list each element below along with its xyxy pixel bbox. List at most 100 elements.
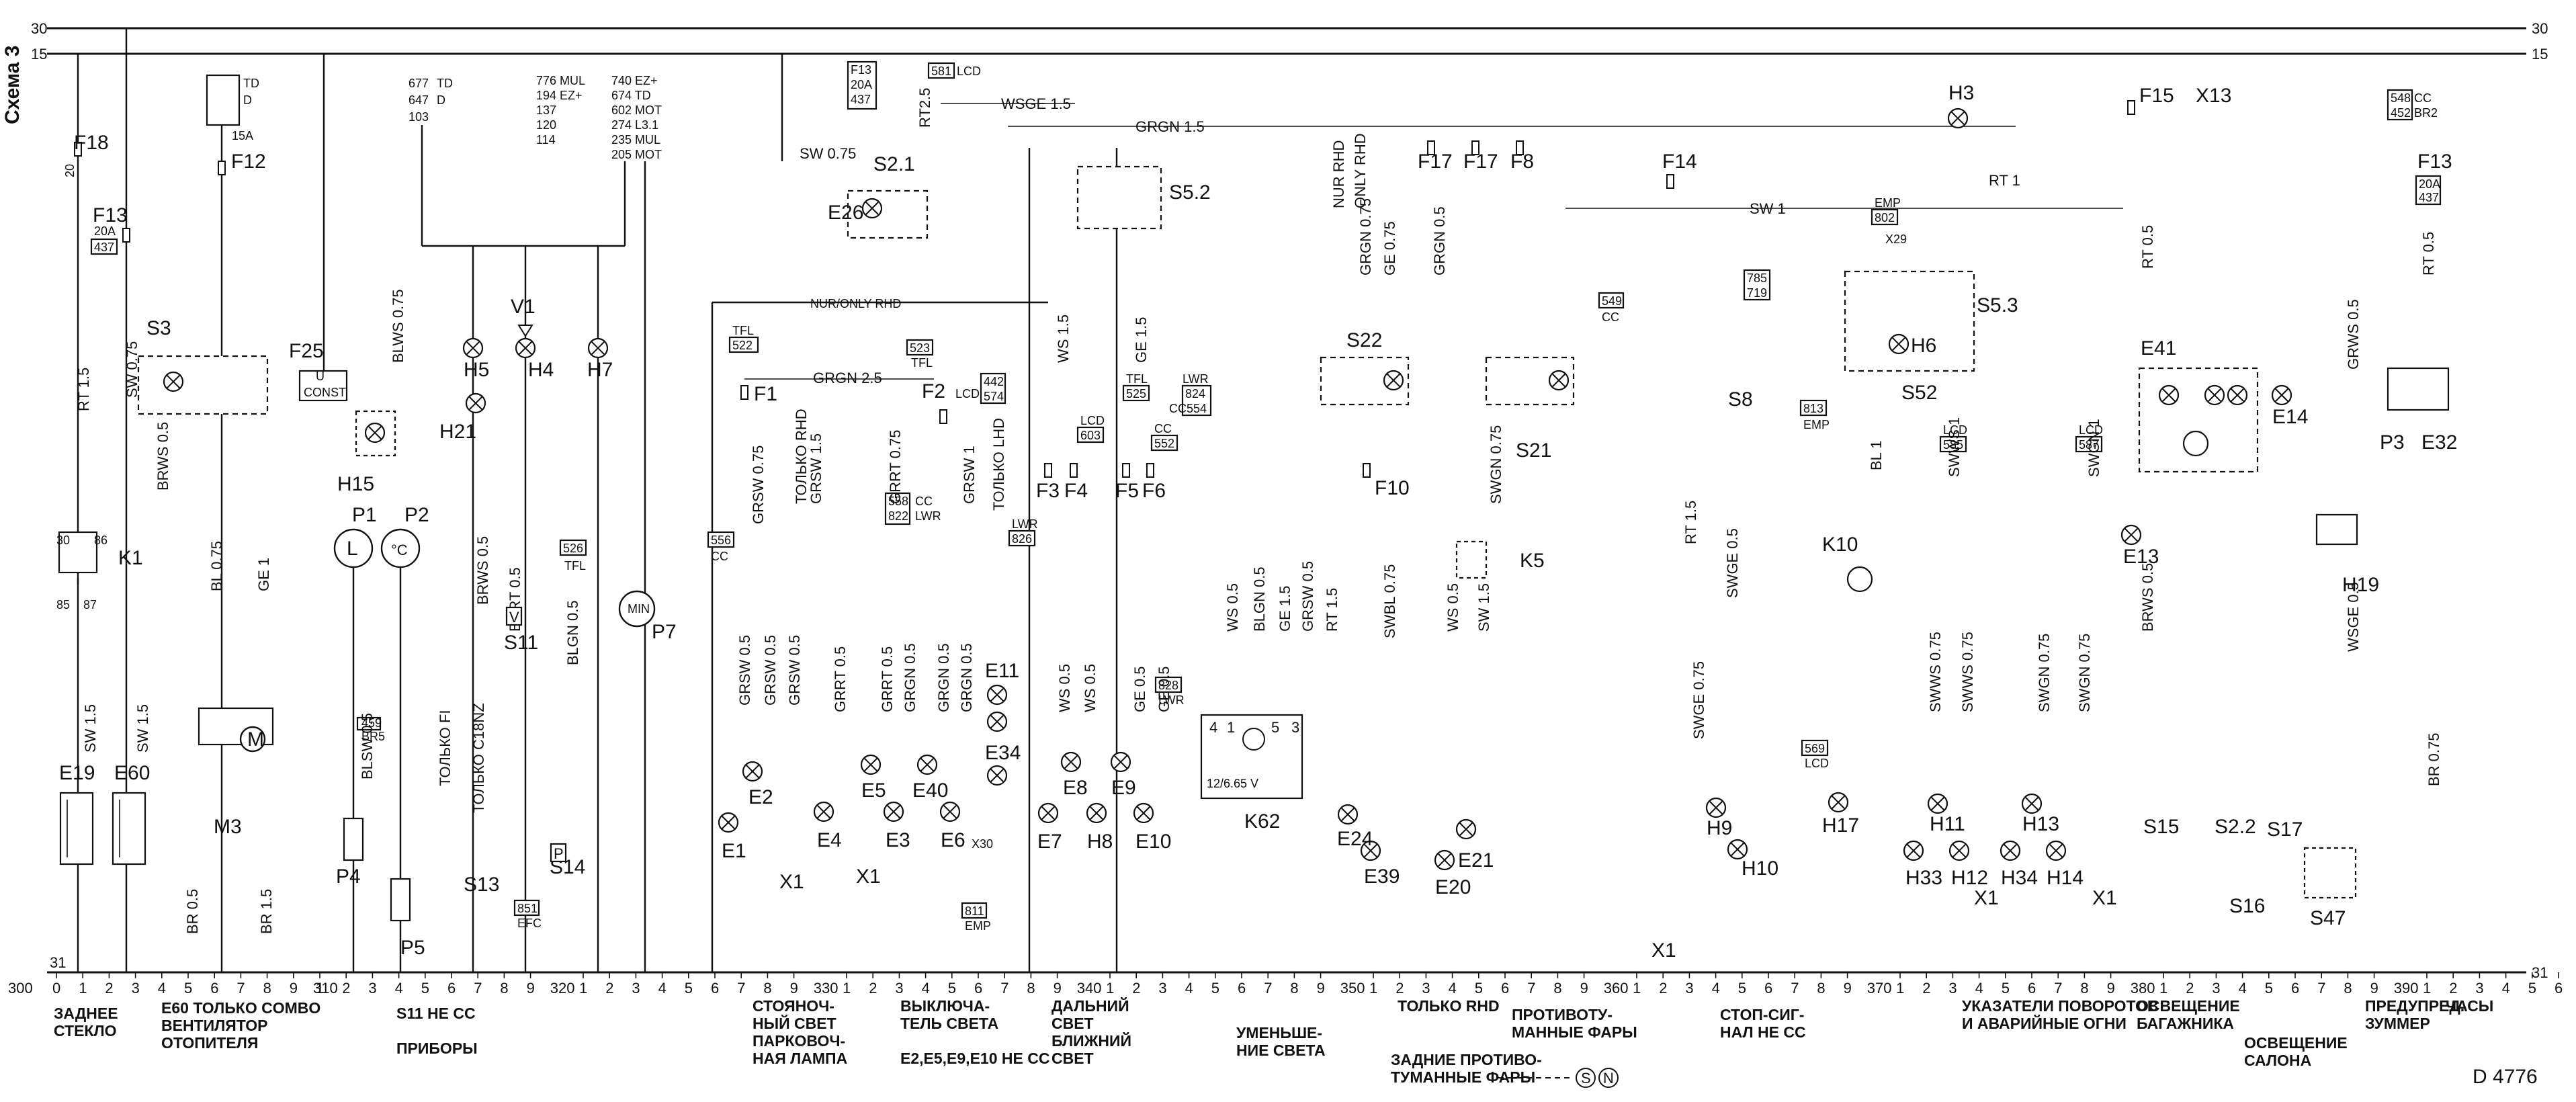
ruler-pin: 3 [895, 980, 903, 997]
lamp-E14: E14 [2272, 406, 2308, 428]
svg-text:569: 569 [1805, 742, 1825, 755]
svg-text:TFL: TFL [564, 559, 586, 573]
lamp-E32: E32 [2421, 431, 2457, 454]
svg-text:D: D [437, 93, 445, 107]
svg-text:437: 437 [851, 93, 871, 106]
ruler-pin: 3 [132, 980, 140, 997]
fuse-F3: F3 [1036, 480, 1060, 502]
svg-text:LCD: LCD [955, 387, 980, 400]
section-caption-front-fog: ПРОТИВОТУ- [1512, 1006, 1613, 1023]
section-caption-light-switch: ТЕЛЬ СВЕТА [900, 1015, 998, 1032]
lamp-H15: H15 [337, 473, 374, 495]
switch-S5-2: S5.2 [1169, 181, 1211, 204]
svg-text:MIN: MIN [628, 602, 650, 616]
svg-text:WS 0.5: WS 0.5 [1056, 664, 1073, 712]
lamp-H4: H4 [528, 359, 554, 381]
lamp-E9: E9 [1111, 777, 1136, 799]
ruler-pin: 7 [1527, 980, 1535, 997]
lamp-E1: E1 [722, 840, 746, 862]
svg-text:205 MOT: 205 MOT [611, 148, 662, 161]
svg-text:12/6.65 V: 12/6.65 V [1207, 777, 1258, 790]
svg-text:CC: CC [1602, 310, 1619, 324]
svg-text:X29: X29 [1885, 232, 1907, 246]
section-caption-trunk-light: БАГАЖНИКА [2137, 1015, 2234, 1032]
fuse-F5: F5 [1115, 480, 1139, 502]
svg-text:SWWS 1: SWWS 1 [1946, 417, 1963, 477]
svg-text:585: 585 [1943, 438, 1963, 452]
ruler-pin: 9 [2370, 980, 2378, 997]
section-caption-clock: ЧАСЫ [2446, 997, 2493, 1015]
ruler-pin: 6 [2554, 980, 2563, 997]
ruler-pin: 5 [948, 980, 956, 997]
svg-text:RT 1.5: RT 1.5 [1682, 501, 1699, 544]
ruler-pin: 4 [1185, 980, 1193, 997]
flasher-K10: K10 [1822, 534, 1858, 556]
fan-motor-icon [239, 726, 266, 753]
lamp-H12: H12 [1951, 867, 1988, 889]
svg-text:GE 1.5: GE 1.5 [1133, 317, 1150, 363]
ruler-label: 300 [8, 980, 33, 997]
svg-text:BL 0.75: BL 0.75 [208, 541, 225, 591]
svg-text:20: 20 [63, 164, 77, 177]
document-id: D 4776 [2473, 1066, 2538, 1088]
lamp-H3: H3 [1948, 82, 1974, 104]
ruler-pin: 2 [1659, 980, 1667, 997]
ruler-pin: 5 [1738, 980, 1746, 997]
svg-text:548 CC: 548 CC [2391, 91, 2432, 105]
legend-n: N [1603, 1070, 1614, 1087]
svg-text:SWGN 0.75: SWGN 0.75 [2076, 634, 2093, 712]
ruler-pin: 6 [1238, 980, 1246, 997]
switch-S2-1: S2.1 [873, 153, 915, 175]
bus-30-label-right: 30 [2532, 20, 2548, 37]
svg-text:GRWS 0.5: GRWS 0.5 [2345, 299, 2362, 370]
section-caption-interior-light: ОСВЕЩЕНИЕ [2244, 1034, 2348, 1052]
svg-text:SW 0.75: SW 0.75 [124, 341, 140, 398]
ruler-pin: 8 [1290, 980, 1298, 997]
svg-text:LCD: LCD [957, 65, 981, 78]
svg-text:NUR RHD: NUR RHD [1330, 140, 1347, 208]
svg-text:CC: CC [1154, 422, 1172, 435]
ruler-pin: 4 [1712, 980, 1720, 997]
svg-text:BL 1: BL 1 [1868, 441, 1885, 470]
lamp-E4: E4 [817, 829, 842, 851]
section-caption-rhd-only: ТОЛЬКО RHD [1398, 997, 1500, 1015]
ruler-pin: 1 [1106, 980, 1114, 997]
lamp-H17: H17 [1822, 814, 1859, 837]
ruler-pin: 8 [1027, 980, 1035, 997]
ruler-pin: 5 [2002, 980, 2010, 997]
section-turn: H3 RT 1 H6 S5.3 S52 EMP 802 X29 813 EMP … [1799, 82, 2117, 909]
lamp-E20: E20 [1435, 876, 1471, 898]
lamp-H9: H9 [1707, 817, 1732, 839]
switch-S17: S17 [2267, 818, 2303, 841]
tachometer-P7-icon [618, 590, 656, 628]
lamp-E3: E3 [886, 829, 910, 851]
fuse-F10: F10 [1375, 477, 1410, 499]
ruler-pin: 9 [790, 980, 798, 997]
svg-text:87: 87 [83, 598, 97, 611]
svg-text:137: 137 [536, 103, 556, 117]
svg-text:GRRT 0.5: GRRT 0.5 [832, 646, 849, 712]
svg-text:LWR: LWR [915, 509, 941, 523]
svg-text:4: 4 [1209, 719, 1217, 736]
lamp-E10: E10 [1135, 831, 1171, 853]
heater-E60 [112, 792, 146, 865]
lamp-E24: E24 [1337, 828, 1373, 850]
svg-text:86: 86 [94, 534, 108, 547]
section-caption-instruments: ПРИБОРЫ [396, 1040, 478, 1057]
svg-text:SW 0.75: SW 0.75 [800, 145, 856, 162]
svg-text:CC: CC [711, 550, 728, 563]
ruler-pin: 3 [2475, 980, 2483, 997]
svg-text:452 BR2: 452 BR2 [2391, 106, 2438, 120]
lamp-H33: H33 [1905, 867, 1942, 889]
svg-text:GRSW 0.5: GRSW 0.5 [1299, 561, 1316, 632]
ruler-pin: 9 [1054, 980, 1062, 997]
ruler-pin: 4 [922, 980, 930, 997]
svg-text:603: 603 [1080, 429, 1101, 442]
switch-S16: S16 [2229, 895, 2265, 917]
svg-text:GRGN 2.5: GRGN 2.5 [813, 370, 882, 386]
relay-K1: K1 [118, 547, 143, 569]
svg-text:GRSW 0.5: GRSW 0.5 [736, 635, 753, 706]
svg-text:RT 1.5: RT 1.5 [1324, 588, 1340, 632]
ruler-pin: 7 [237, 980, 245, 997]
fuse-F14: F14 [1662, 151, 1697, 173]
